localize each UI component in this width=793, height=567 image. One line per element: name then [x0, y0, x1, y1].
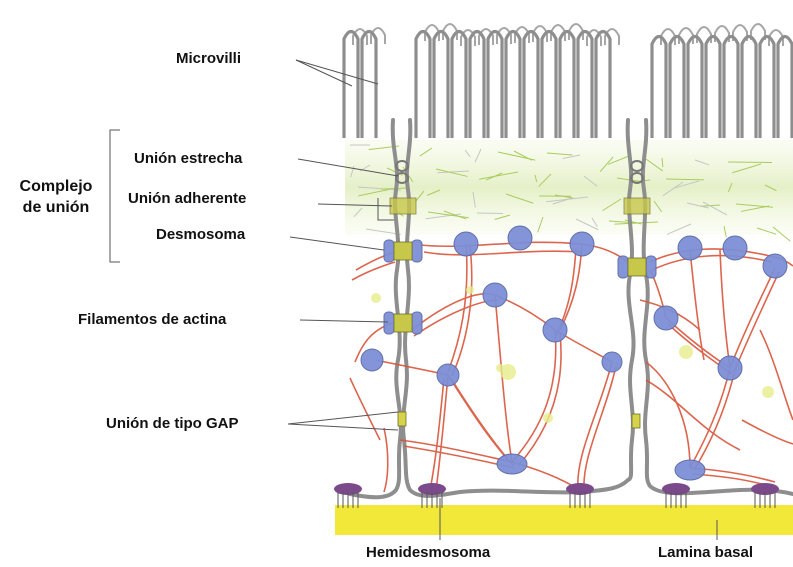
- label-complejo-de-union: Complejo de unión: [6, 176, 106, 218]
- label-desmosoma: Desmosoma: [156, 226, 245, 244]
- terminal-web-strand: [728, 162, 772, 163]
- label-lamina-basal: Lamina basal: [658, 544, 753, 562]
- basal-lamina: [335, 505, 793, 535]
- label-union-estrecha: Unión estrecha: [134, 150, 242, 168]
- hemidesmosomes: [334, 483, 779, 508]
- hemidesmosome: [418, 483, 446, 508]
- label-microvilli: Microvilli: [176, 50, 241, 68]
- label-complejo-line2: de unión: [23, 199, 90, 216]
- hemidesmosome: [334, 483, 362, 508]
- cytoplasmic-granules: [371, 286, 774, 423]
- label-filamentos-de-actina: Filamentos de actina: [78, 311, 226, 329]
- microvillus-row: [416, 32, 610, 139]
- hemidesmosome: [662, 483, 690, 508]
- label-union-adherente: Unión adherente: [128, 190, 246, 208]
- hemidesmosome: [751, 483, 779, 508]
- label-complejo-line1: Complejo: [20, 178, 93, 195]
- terminal-web: [345, 140, 793, 235]
- hemidesmosome: [566, 483, 594, 508]
- microvillus-row: [652, 37, 792, 139]
- label-hemidesmosoma: Hemidesmosoma: [366, 544, 490, 562]
- microvillus-back-row: [661, 24, 783, 46]
- label-union-de-tipo-gap: Unión de tipo GAP: [106, 415, 239, 433]
